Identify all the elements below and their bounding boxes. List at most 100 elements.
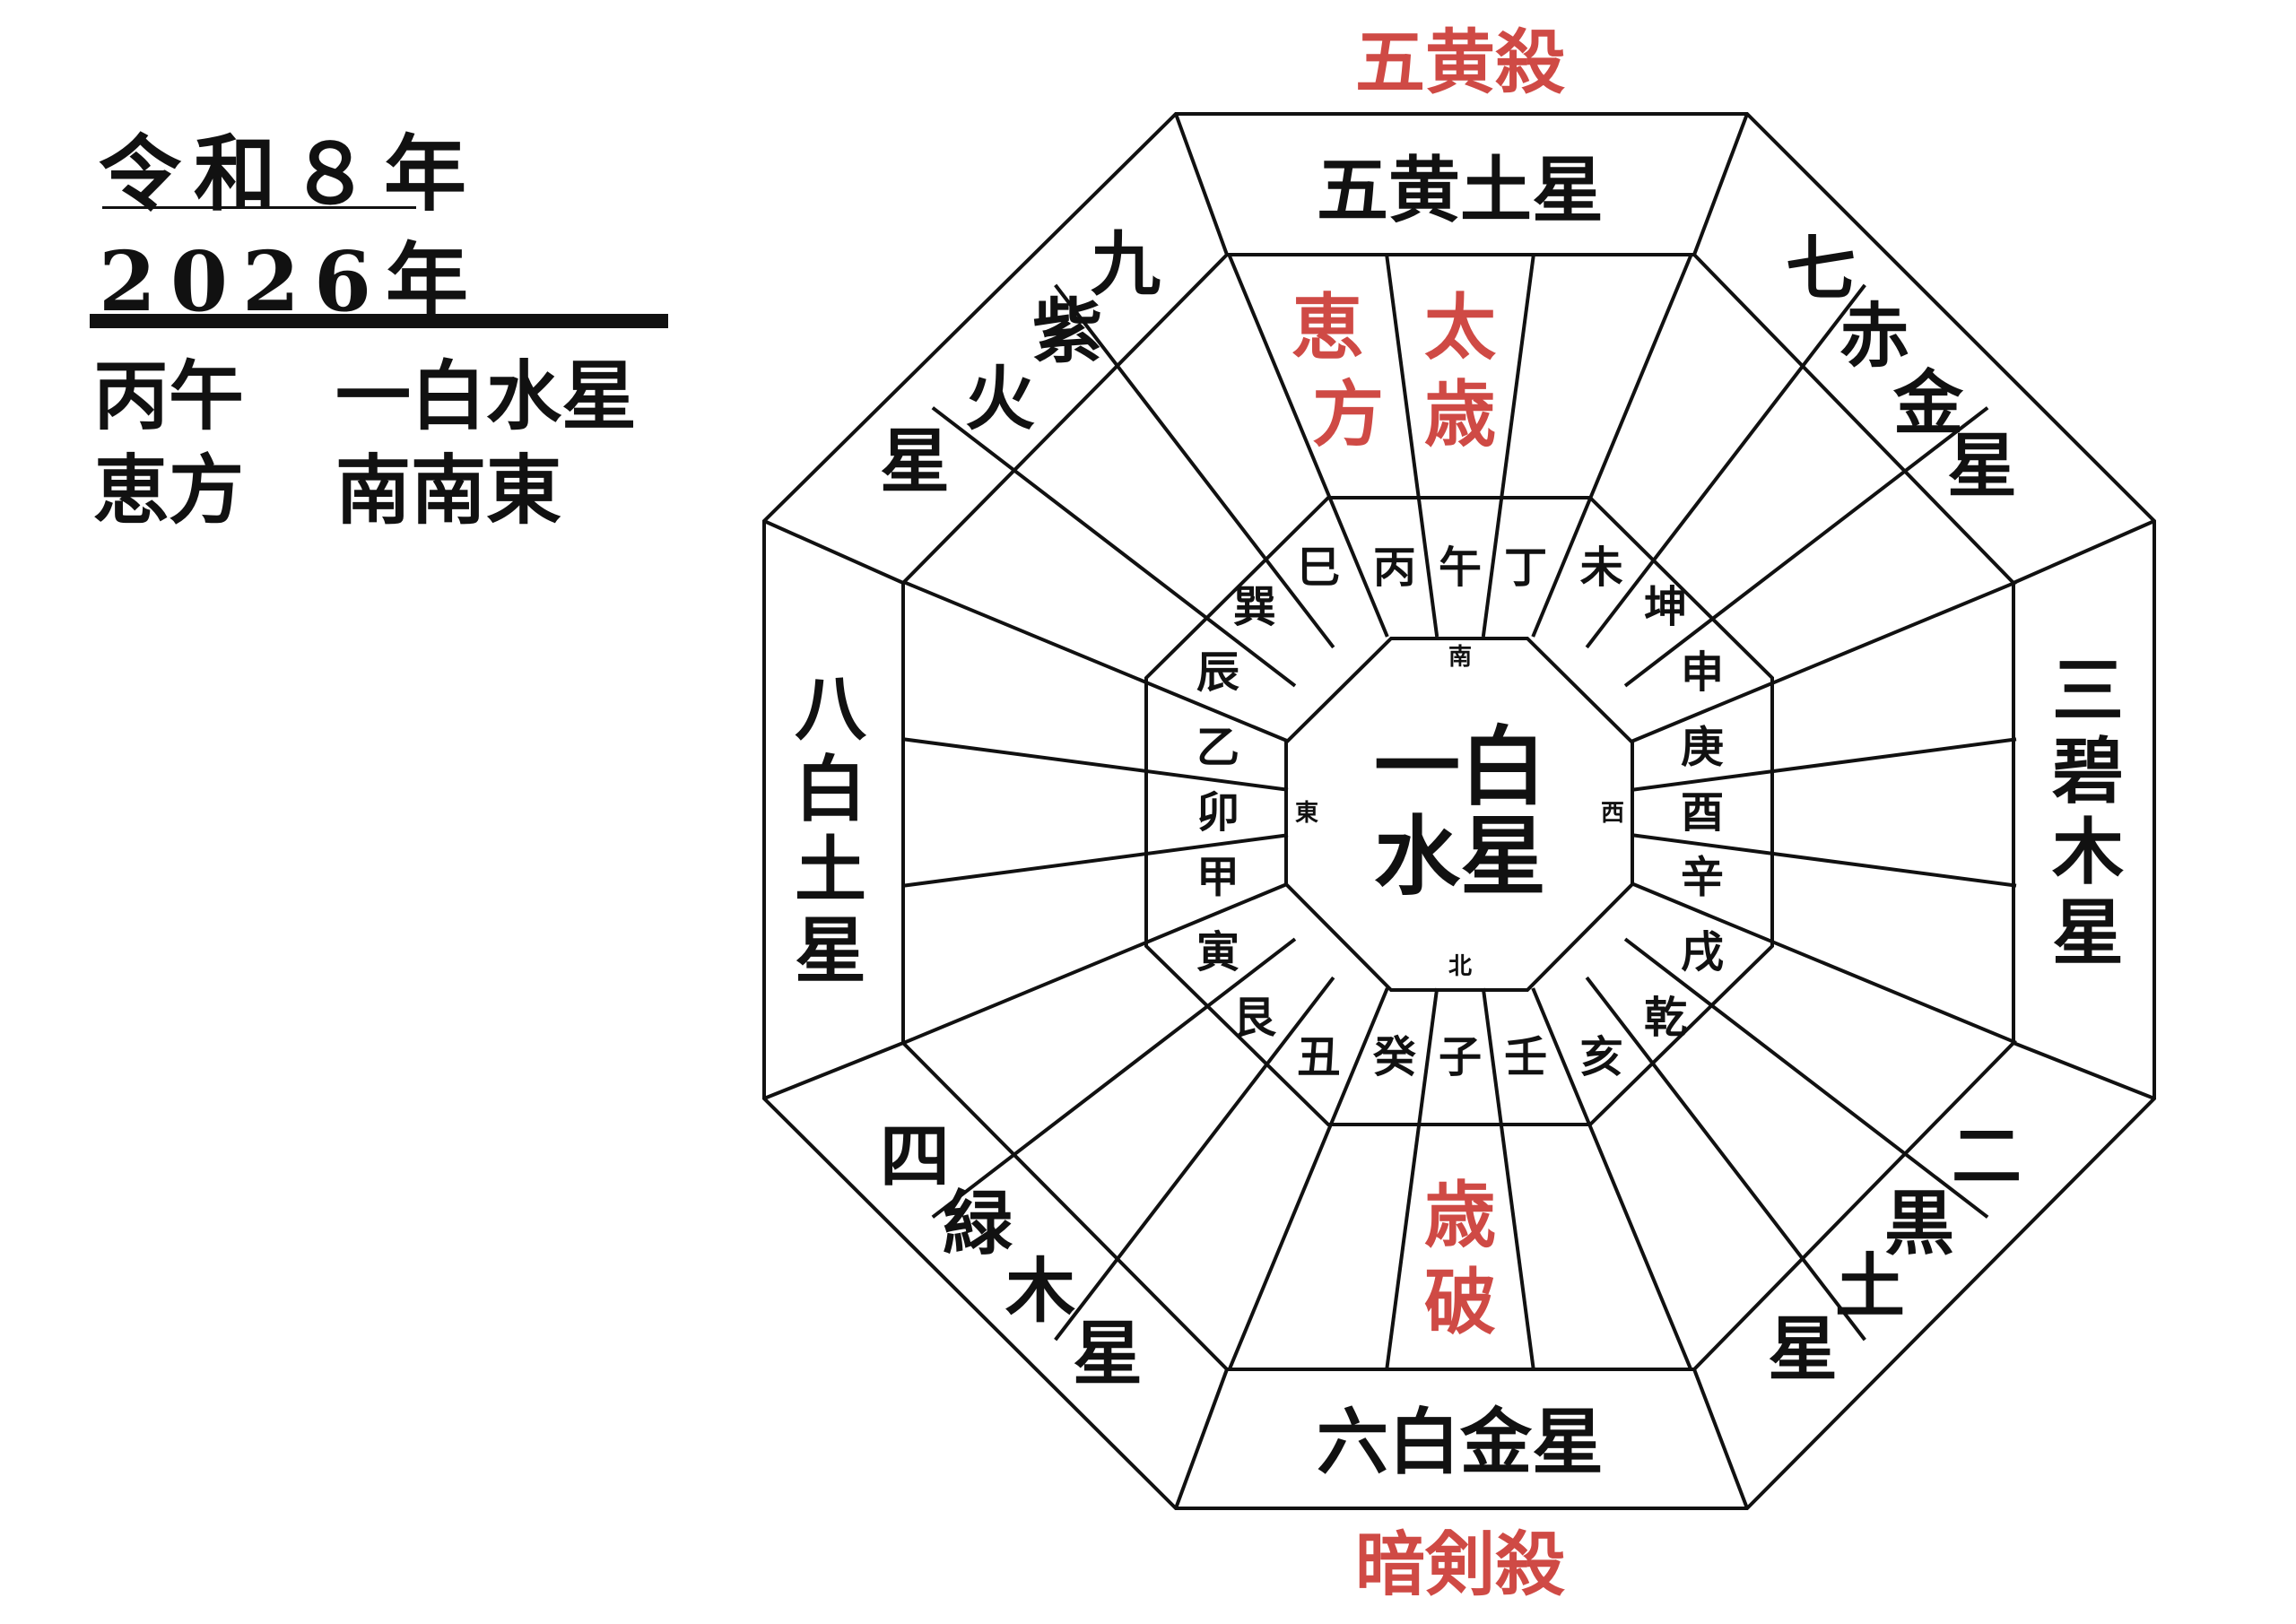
mountain-label: 丁 — [1504, 543, 1547, 593]
palace-west-char: 三 — [2052, 648, 2124, 733]
palace-sw-char: 星 — [1947, 426, 2017, 508]
palace-northeast-star: 四 緑 木 星 — [880, 1116, 1143, 1395]
anken-satsu-label: 暗剣殺 — [1355, 1524, 1565, 1606]
palace-nw-char: 二 — [1952, 1116, 2022, 1198]
sector-divider — [1054, 976, 1335, 1342]
ehou-annotation: 恵 方 — [1292, 285, 1384, 456]
mountain-label: 丑 — [1297, 1032, 1340, 1082]
palace-se-char: 紫 — [1032, 291, 1102, 373]
sector-divider — [1531, 987, 1693, 1371]
divider-thick — [90, 314, 668, 328]
sector-divider — [1585, 976, 1866, 1342]
eto-row: 丙午 一白水星 — [93, 336, 637, 445]
ehou-row: 恵方南南東 — [93, 430, 561, 539]
compass-south: 南 — [1448, 644, 1472, 671]
palace-nw-char: 黒 — [1884, 1184, 1954, 1265]
palace-sw-char: 赤 — [1839, 296, 1909, 378]
sector-divider — [1481, 254, 1535, 638]
mountain-label: 癸 — [1373, 1032, 1416, 1082]
compass-north: 北 — [1448, 953, 1472, 980]
palace-west-char: 木 — [2052, 810, 2124, 894]
board-lines — [762, 112, 2156, 1510]
palace-east-char: 八 — [795, 666, 867, 751]
palace-nw-char: 土 — [1835, 1246, 1905, 1328]
sector-divider — [903, 833, 1289, 888]
palace-ne-char: 緑 — [943, 1184, 1013, 1265]
sector-dividers — [903, 254, 2017, 1371]
sector-divider — [1054, 283, 1335, 649]
mountain-label: 未 — [1580, 543, 1623, 593]
mountain-label: 乙 — [1196, 723, 1239, 773]
palace-sw-char: 金 — [1892, 363, 1964, 445]
mountain-label: 庚 — [1681, 723, 1724, 773]
sector-divider — [1227, 254, 1389, 638]
taisai-annotation: 太 歳 — [1424, 285, 1496, 456]
palace-east-char: 土 — [795, 828, 866, 912]
sector-divider — [1585, 283, 1866, 649]
sector-divider — [1385, 987, 1439, 1371]
sector-divider — [1631, 737, 2017, 792]
mountain-label: 辰 — [1196, 647, 1239, 698]
compass-west: 西 — [1601, 800, 1624, 827]
ehou-char: 方 — [1312, 372, 1384, 456]
sector-divider — [903, 737, 1289, 792]
palace-west-star: 三 碧 木 星 — [2052, 648, 2124, 975]
palace-southwest-star: 七 赤 金 星 — [1786, 229, 2017, 508]
divider-thin — [102, 206, 416, 209]
mountain-label: 午 — [1439, 543, 1482, 593]
center-star-line1: 一白 — [1374, 716, 1546, 818]
mountain-label: 酉 — [1681, 787, 1724, 838]
palace-west-char: 星 — [2052, 890, 2124, 975]
mountain-label: 卯 — [1196, 787, 1239, 838]
palace-east-char: 星 — [795, 908, 866, 993]
palace-west-char: 碧 — [2052, 729, 2124, 813]
palace-se-char: 九 — [1091, 224, 1161, 306]
sector-divider — [931, 406, 1297, 688]
mountain-label: 甲 — [1196, 852, 1239, 902]
sector-divider — [1631, 580, 2017, 743]
ehou-label: 恵方 — [93, 446, 245, 534]
year-star: 一白水星 — [335, 352, 638, 440]
sector-divider — [1631, 881, 2017, 1045]
saiha-char: 破 — [1424, 1260, 1496, 1344]
taisai-char: 歳 — [1424, 372, 1496, 456]
sector-divider — [1385, 254, 1439, 638]
palace-ne-char: 木 — [1005, 1251, 1075, 1333]
sector-divider — [1227, 987, 1389, 1371]
palace-southeast-star: 九 紫 火 星 — [880, 224, 1161, 503]
sector-divider — [903, 580, 1289, 743]
compass-east: 東 — [1295, 800, 1318, 827]
mountain-label: 艮 — [1233, 993, 1277, 1043]
sector-divider — [1623, 406, 1989, 688]
palace-se-char: 星 — [880, 421, 950, 503]
mountain-label: 巽 — [1233, 582, 1276, 632]
palace-nw-char: 星 — [1768, 1309, 1838, 1391]
mountain-label: 戌 — [1681, 927, 1724, 977]
palace-east-char: 白 — [795, 747, 866, 831]
mountain-label: 丙 — [1373, 543, 1416, 593]
palace-sw-char: 七 — [1786, 229, 1856, 310]
saiha-char: 歳 — [1424, 1173, 1496, 1257]
mountain-label: 乾 — [1644, 993, 1687, 1043]
twenty-four-mountains: 午丁未坤申庚酉辛戌乾亥壬子癸丑艮寅甲卯乙辰巽巳丙 — [1196, 543, 1724, 1082]
mountain-label: 寅 — [1196, 927, 1239, 977]
mountain-label: 子 — [1439, 1032, 1482, 1082]
sector-divider — [1531, 254, 1693, 638]
sector-divider — [1631, 833, 2017, 888]
mountain-label: 壬 — [1504, 1032, 1547, 1082]
ehou-char: 恵 — [1292, 285, 1363, 369]
mountain-label: 亥 — [1580, 1032, 1623, 1082]
sector-divider — [931, 937, 1297, 1219]
mountain-label: 申 — [1681, 647, 1724, 698]
palace-east-star: 八 白 土 星 — [795, 666, 867, 993]
palace-ne-char: 四 — [880, 1116, 950, 1198]
palace-ne-char: 星 — [1073, 1314, 1143, 1395]
taisai-char: 太 — [1424, 285, 1496, 369]
saiha-annotation: 歳 破 — [1424, 1173, 1496, 1344]
center-star-line2: 水星 — [1374, 806, 1546, 908]
mountain-label: 坤 — [1644, 582, 1687, 632]
eto-label: 丙午 — [93, 352, 245, 440]
mountain-label: 巳 — [1297, 543, 1340, 593]
palace-se-char: 火 — [965, 359, 1035, 440]
